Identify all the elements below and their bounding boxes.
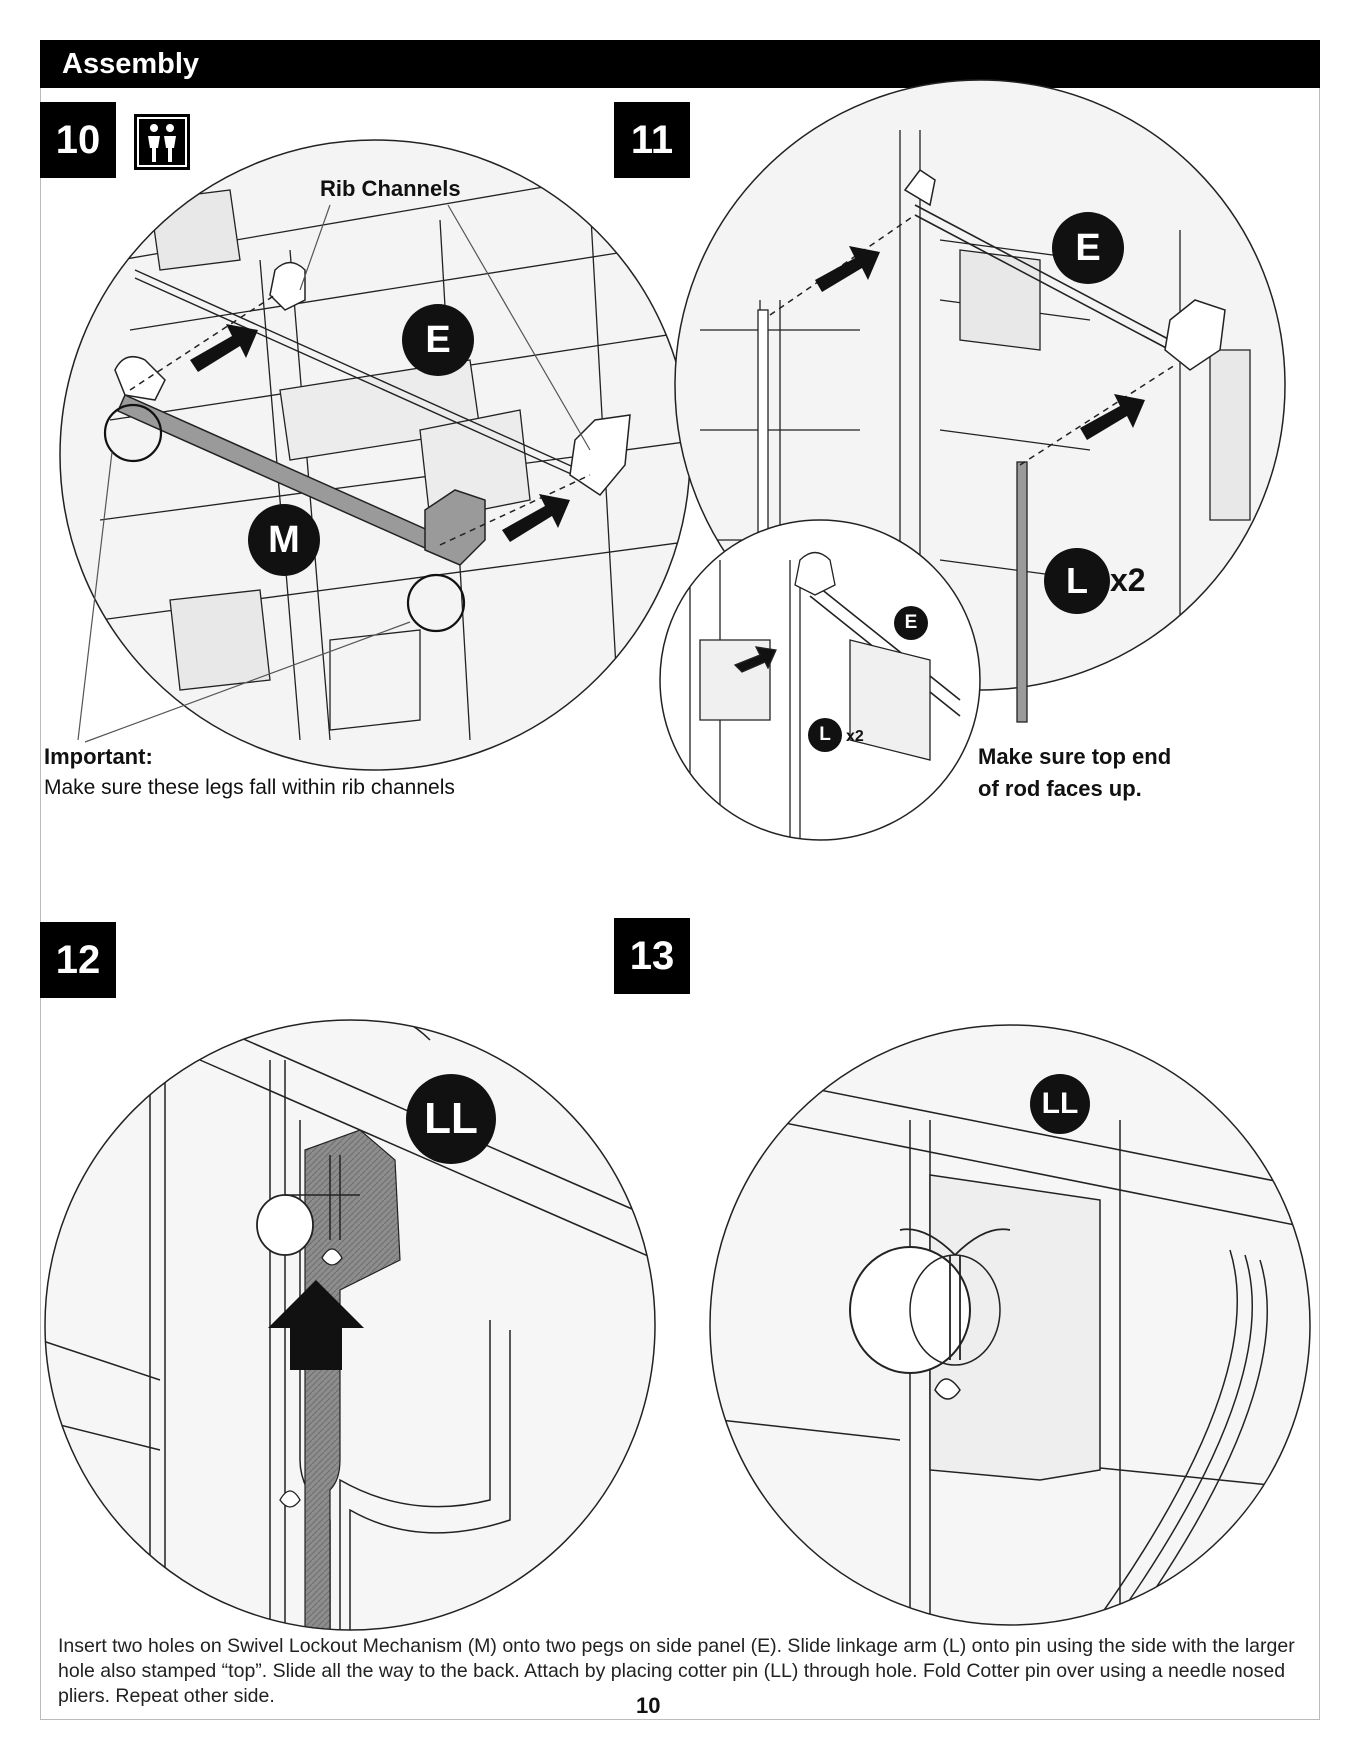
rib-channels-label: Rib Channels	[320, 176, 461, 201]
section-header: Assembly	[40, 40, 1320, 88]
part-l-quantity: x2	[1110, 562, 1146, 598]
assembly-instructions: Insert two holes on Swivel Lockout Mecha…	[58, 1635, 1295, 1707]
important-text: Make sure these legs fall within rib cha…	[44, 776, 455, 799]
part-e-callout: E	[402, 304, 474, 376]
two-people-icon	[134, 114, 190, 170]
step-13-badge: 13	[614, 918, 690, 994]
step-13-illustration	[709, 1024, 1311, 1626]
part-ll-callout-step12: LL	[406, 1074, 496, 1164]
rod-orientation-note-line1: Make sure top end	[978, 744, 1172, 769]
page-number: 10	[636, 1693, 661, 1718]
inset-part-e-callout: E	[894, 606, 928, 640]
rod-orientation-note-line2: of rod faces up.	[978, 776, 1142, 801]
step-12-badge: 12	[40, 922, 116, 998]
step-11-badge: 11	[614, 102, 690, 178]
part-ll-callout-step13: LL	[1030, 1074, 1090, 1134]
part-e-callout-step11: E	[1052, 212, 1124, 284]
step-11-illustration	[659, 79, 1286, 841]
important-title: Important:	[44, 744, 153, 769]
step-10-illustration	[59, 139, 691, 771]
part-l-callout: L	[1044, 548, 1110, 614]
step-10-badge: 10	[40, 102, 116, 178]
part-m-callout: M	[248, 504, 320, 576]
step-12-illustration	[44, 1019, 656, 1631]
inset-part-l-callout: L	[808, 718, 842, 752]
inset-part-l-quantity: x2	[846, 728, 864, 745]
